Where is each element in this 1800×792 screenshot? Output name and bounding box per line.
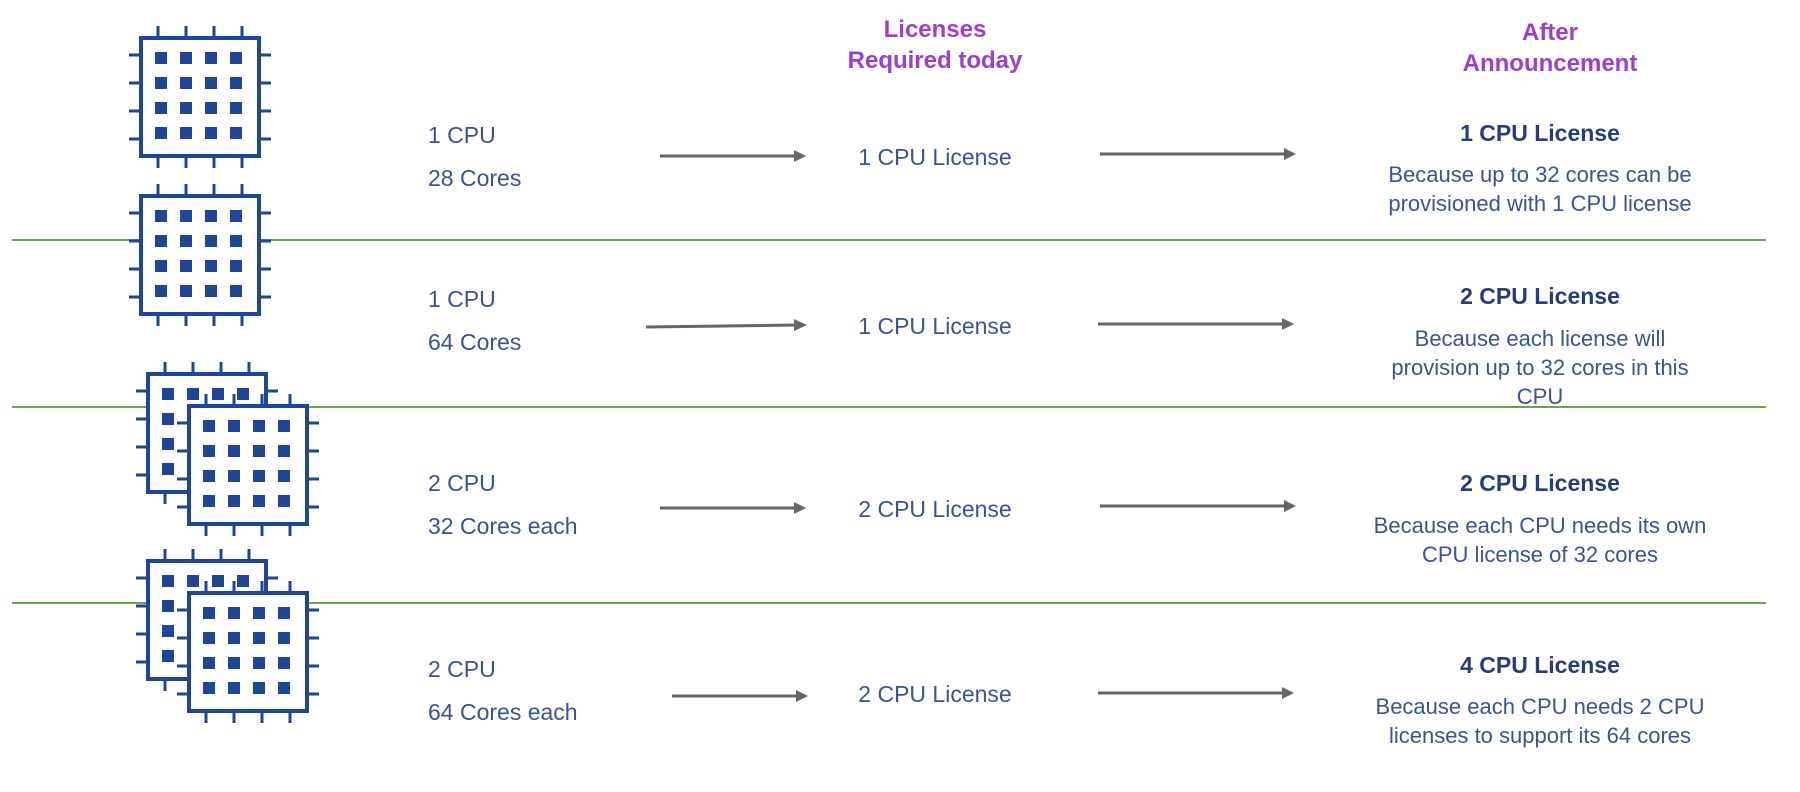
arrow-right-icon [1100,148,1296,160]
core-count: 28 Cores [428,165,522,191]
single-cpu-chip-icon [129,184,271,326]
dual-cpu-chip-icon [136,362,319,536]
description-line: Because up to 32 cores can be [1388,162,1692,187]
arrow-right-icon [660,502,806,514]
today-license: 1 CPU License [858,144,1012,170]
row-divider [12,239,1766,241]
today-license: 2 CPU License [858,496,1012,522]
today-license: 1 CPU License [858,313,1012,339]
dual-cpu-chip-icon [136,549,319,723]
cpu-count: 1 CPU [428,122,496,148]
single-cpu-chip-icon [129,26,271,168]
today-license: 2 CPU License [858,681,1012,707]
after-license-title: 2 CPU License [1460,283,1620,309]
after-license-title: 4 CPU License [1460,652,1620,678]
after-license-description: Because up to 32 cores can be provisione… [1340,160,1740,218]
arrow-right-icon [1098,687,1294,699]
header-licenses-required-today: Licenses Required today [800,14,1070,76]
row-divider [12,406,1766,408]
arrow-right-icon [1100,500,1296,512]
row-divider [12,602,1766,604]
description-line: licenses to support its 64 cores [1388,723,1692,748]
arrow-right-icon [646,319,807,331]
header-after-announcement: After Announcement [1400,17,1700,79]
after-license-description: Because each CPU needs 2 CPU licenses to… [1340,692,1740,750]
after-license-title: 2 CPU License [1460,470,1620,496]
core-count: 64 Cores [428,329,522,355]
description-line: CPU license of 32 cores [1422,542,1658,567]
after-license-description: Because each license will provision up t… [1340,324,1740,411]
description-line: Because each license will [1414,326,1666,351]
description-line: Because each CPU needs 2 CPU [1375,694,1705,719]
description-line: provision up to 32 cores in this [1391,355,1689,380]
cpu-count: 2 CPU [428,470,496,496]
header-line: Required today [847,47,1023,74]
cpu-count: 2 CPU [428,656,496,682]
cpu-count: 1 CPU [428,286,496,312]
header-line: Licenses [883,16,987,43]
core-count: 32 Cores each [428,513,578,539]
after-license-description: Because each CPU needs its own CPU licen… [1340,511,1740,569]
header-line: After [1521,19,1578,46]
description-line: provisioned with 1 CPU license [1388,191,1692,216]
core-count: 64 Cores each [428,699,578,725]
after-license-title: 1 CPU License [1460,120,1620,146]
arrow-right-icon [672,690,808,702]
description-line: CPU [1516,384,1564,409]
arrow-right-icon [1098,318,1294,330]
arrow-right-icon [660,150,806,162]
description-line: Because each CPU needs its own [1373,513,1707,538]
header-line: Announcement [1462,50,1638,77]
